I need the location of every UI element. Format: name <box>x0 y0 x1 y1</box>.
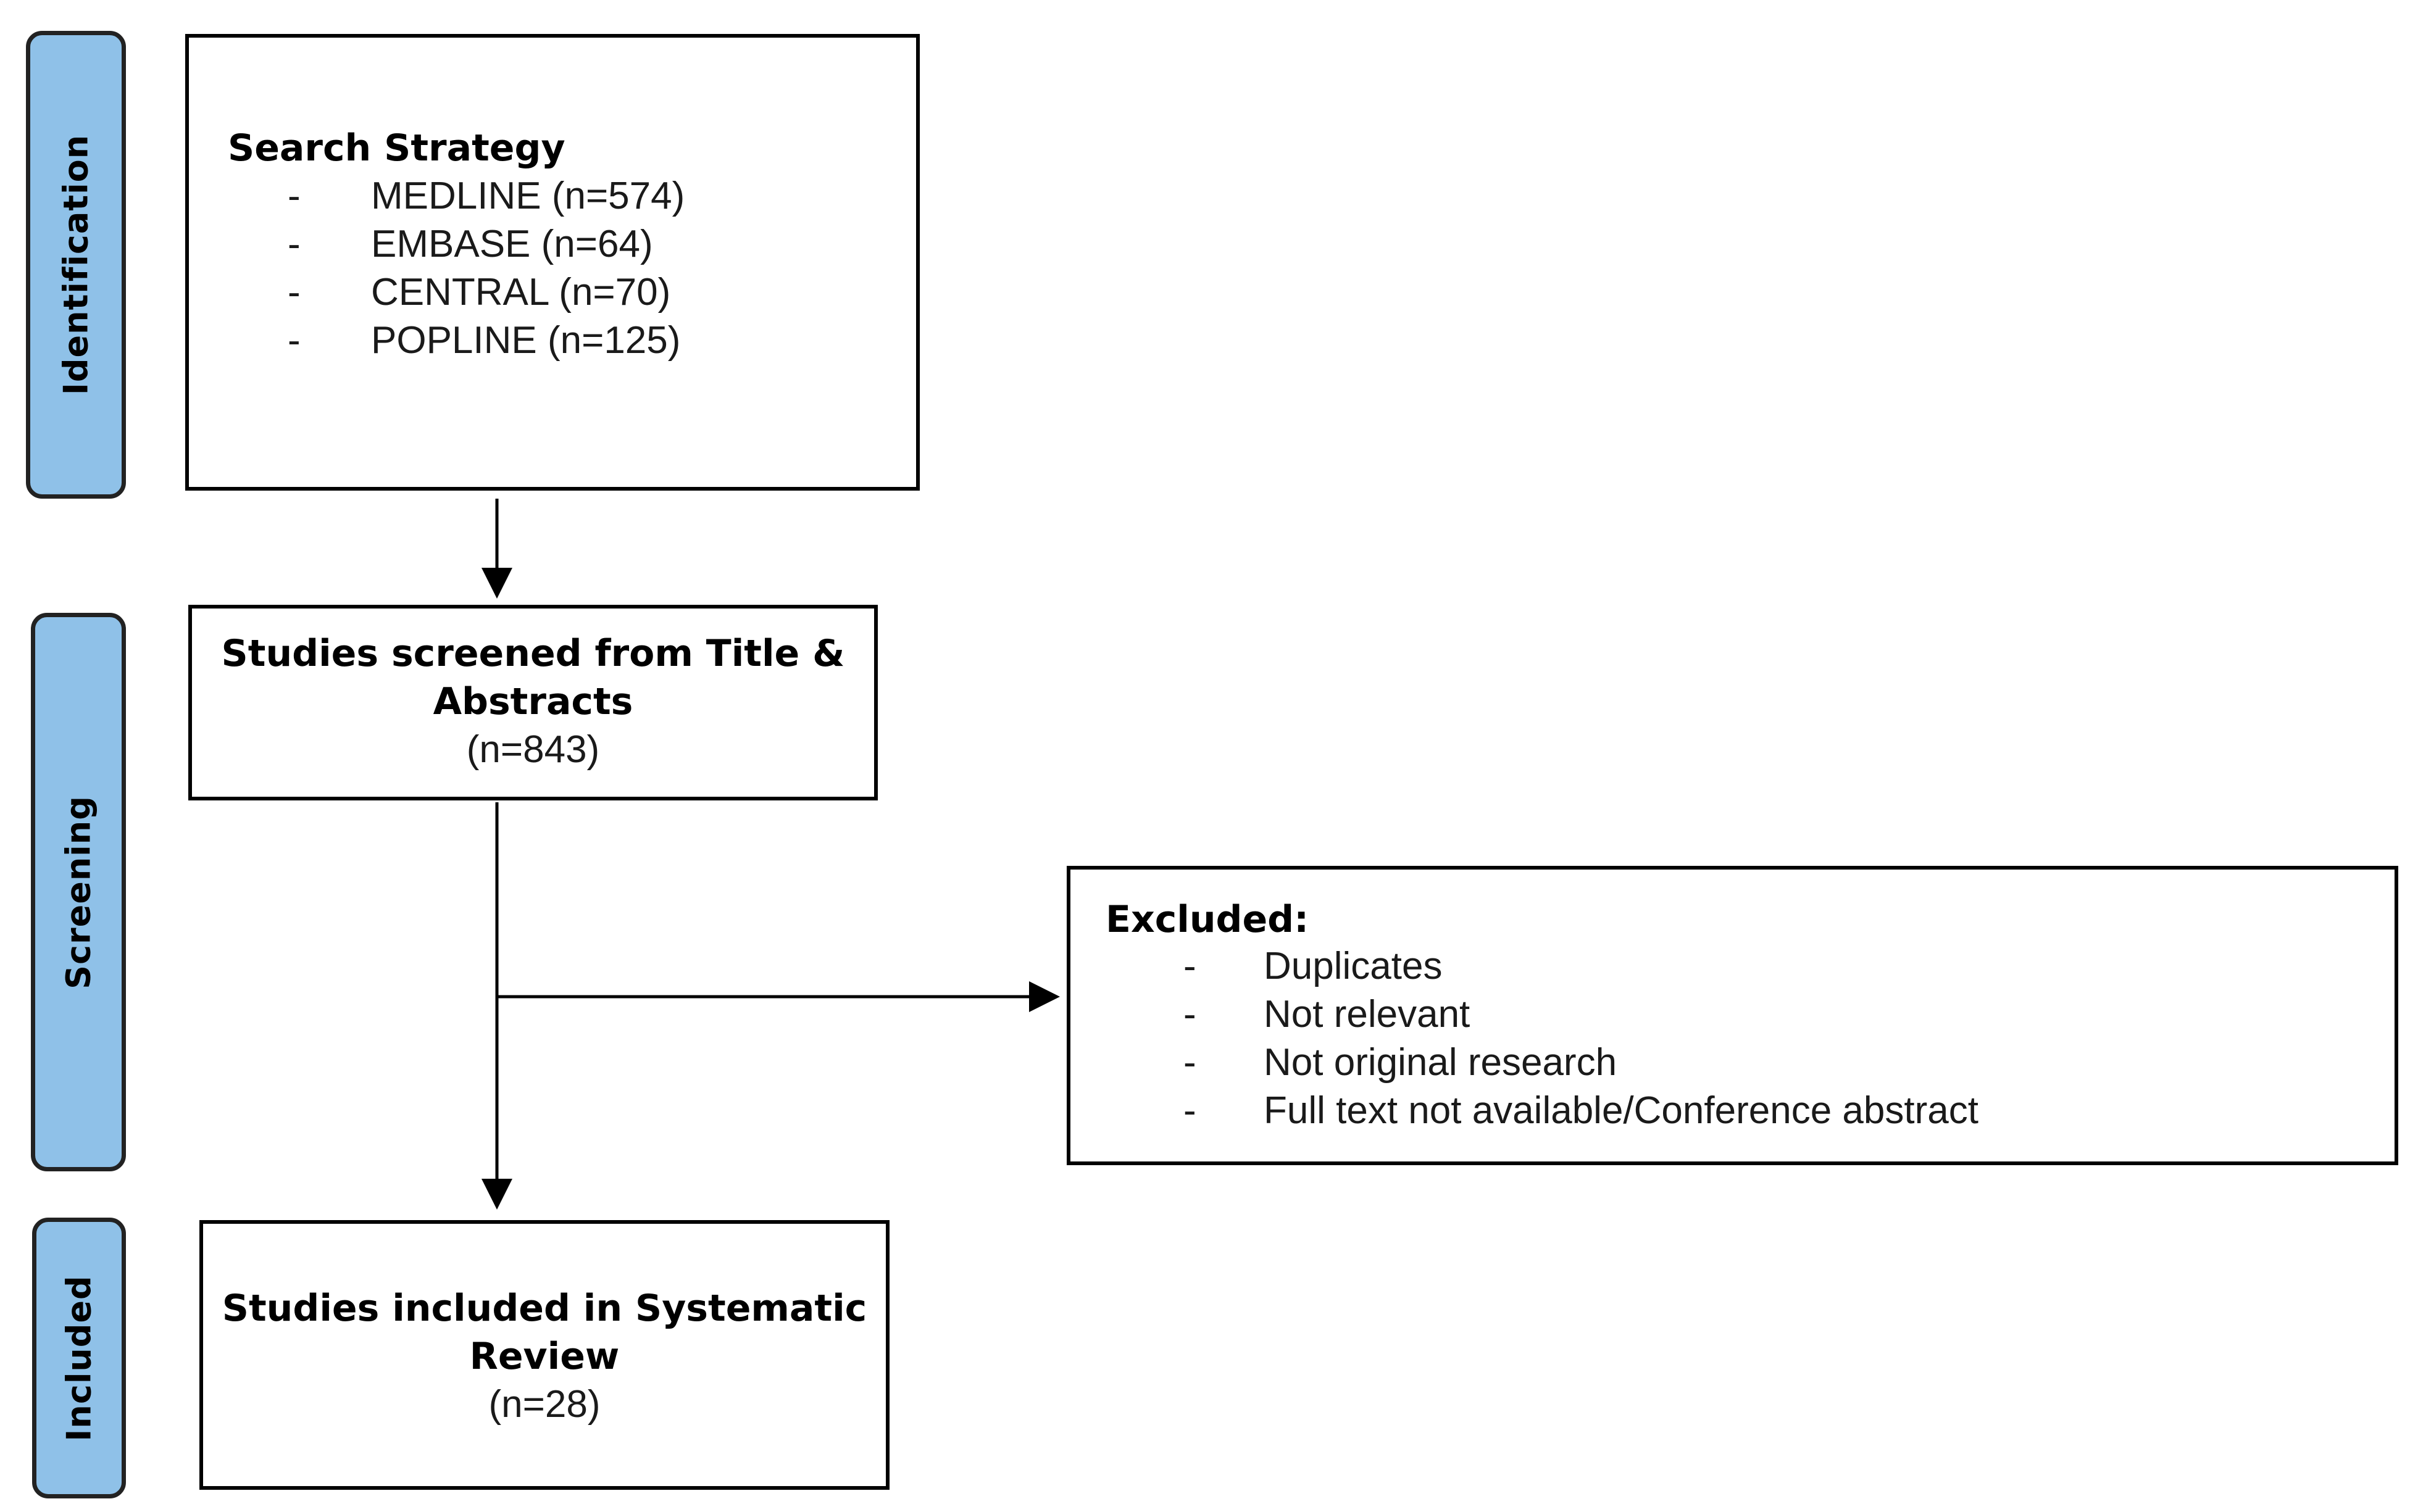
phase-identification: Identification <box>26 31 126 499</box>
list-dash: - <box>1183 1089 1196 1132</box>
excluded-reason-label: Not relevant <box>1264 993 1470 1036</box>
search-source-label: MEDLINE (n=574) <box>371 175 685 217</box>
included-box: Studies included in Systematic Review (n… <box>199 1220 890 1490</box>
excluded-reason-list: - Duplicates - Not relevant - Not original … <box>1183 942 1978 1135</box>
excluded-reason-item: - Not original research <box>1183 1039 1978 1087</box>
phase-included: Included <box>32 1218 126 1498</box>
search-source-item: - POPLINE (n=125) <box>288 317 685 365</box>
excluded-reason-label: Not original research <box>1264 1041 1617 1084</box>
search-source-label: CENTRAL (n=70) <box>371 271 671 314</box>
screened-text: Studies screened from Title & Abstracts … <box>192 629 874 774</box>
excluded-title: Excluded: <box>1106 898 1309 941</box>
search-strategy-box: Search Strategy - MEDLINE (n=574) - EMBASE… <box>185 34 920 491</box>
search-source-label: EMBASE (n=64) <box>371 223 653 265</box>
search-source-item: - EMBASE (n=64) <box>288 220 685 268</box>
excluded-reason-label: Duplicates <box>1264 945 1443 987</box>
list-dash: - <box>1183 993 1196 1036</box>
included-count: (n=28) <box>488 1383 601 1426</box>
included-title-line2: Review <box>469 1335 620 1378</box>
screened-count: (n=843) <box>466 728 600 771</box>
excluded-reason-item: - Full text not available/Conference abst… <box>1183 1087 1978 1135</box>
search-source-list: - MEDLINE (n=574) - EMBASE (n=64) - CENTRAL… <box>288 172 685 365</box>
excluded-box: Excluded: - Duplicates - Not relevant - Not… <box>1067 866 2398 1165</box>
list-dash: - <box>288 175 301 217</box>
search-strategy-title: Search Strategy <box>228 127 565 170</box>
included-title-line1: Studies included in Systematic <box>222 1287 867 1330</box>
screened-title-line1: Studies screened from Title & <box>221 632 845 675</box>
search-source-item: - CENTRAL (n=70) <box>288 268 685 317</box>
list-dash: - <box>1183 1041 1196 1084</box>
list-dash: - <box>288 319 301 362</box>
phase-screening: Screening <box>31 613 126 1171</box>
screened-box: Studies screened from Title & Abstracts … <box>188 605 878 800</box>
excluded-reason-item: - Duplicates <box>1183 942 1978 991</box>
excluded-reason-item: - Not relevant <box>1183 991 1978 1039</box>
search-source-item: - MEDLINE (n=574) <box>288 172 685 220</box>
list-dash: - <box>288 223 301 265</box>
search-source-label: POPLINE (n=125) <box>371 319 681 362</box>
screened-title-line2: Abstracts <box>433 680 633 723</box>
excluded-reason-label: Full text not available/Conference abstr… <box>1264 1089 1978 1132</box>
included-text: Studies included in Systematic Review (n… <box>203 1284 886 1429</box>
list-dash: - <box>288 271 301 314</box>
list-dash: - <box>1183 945 1196 987</box>
